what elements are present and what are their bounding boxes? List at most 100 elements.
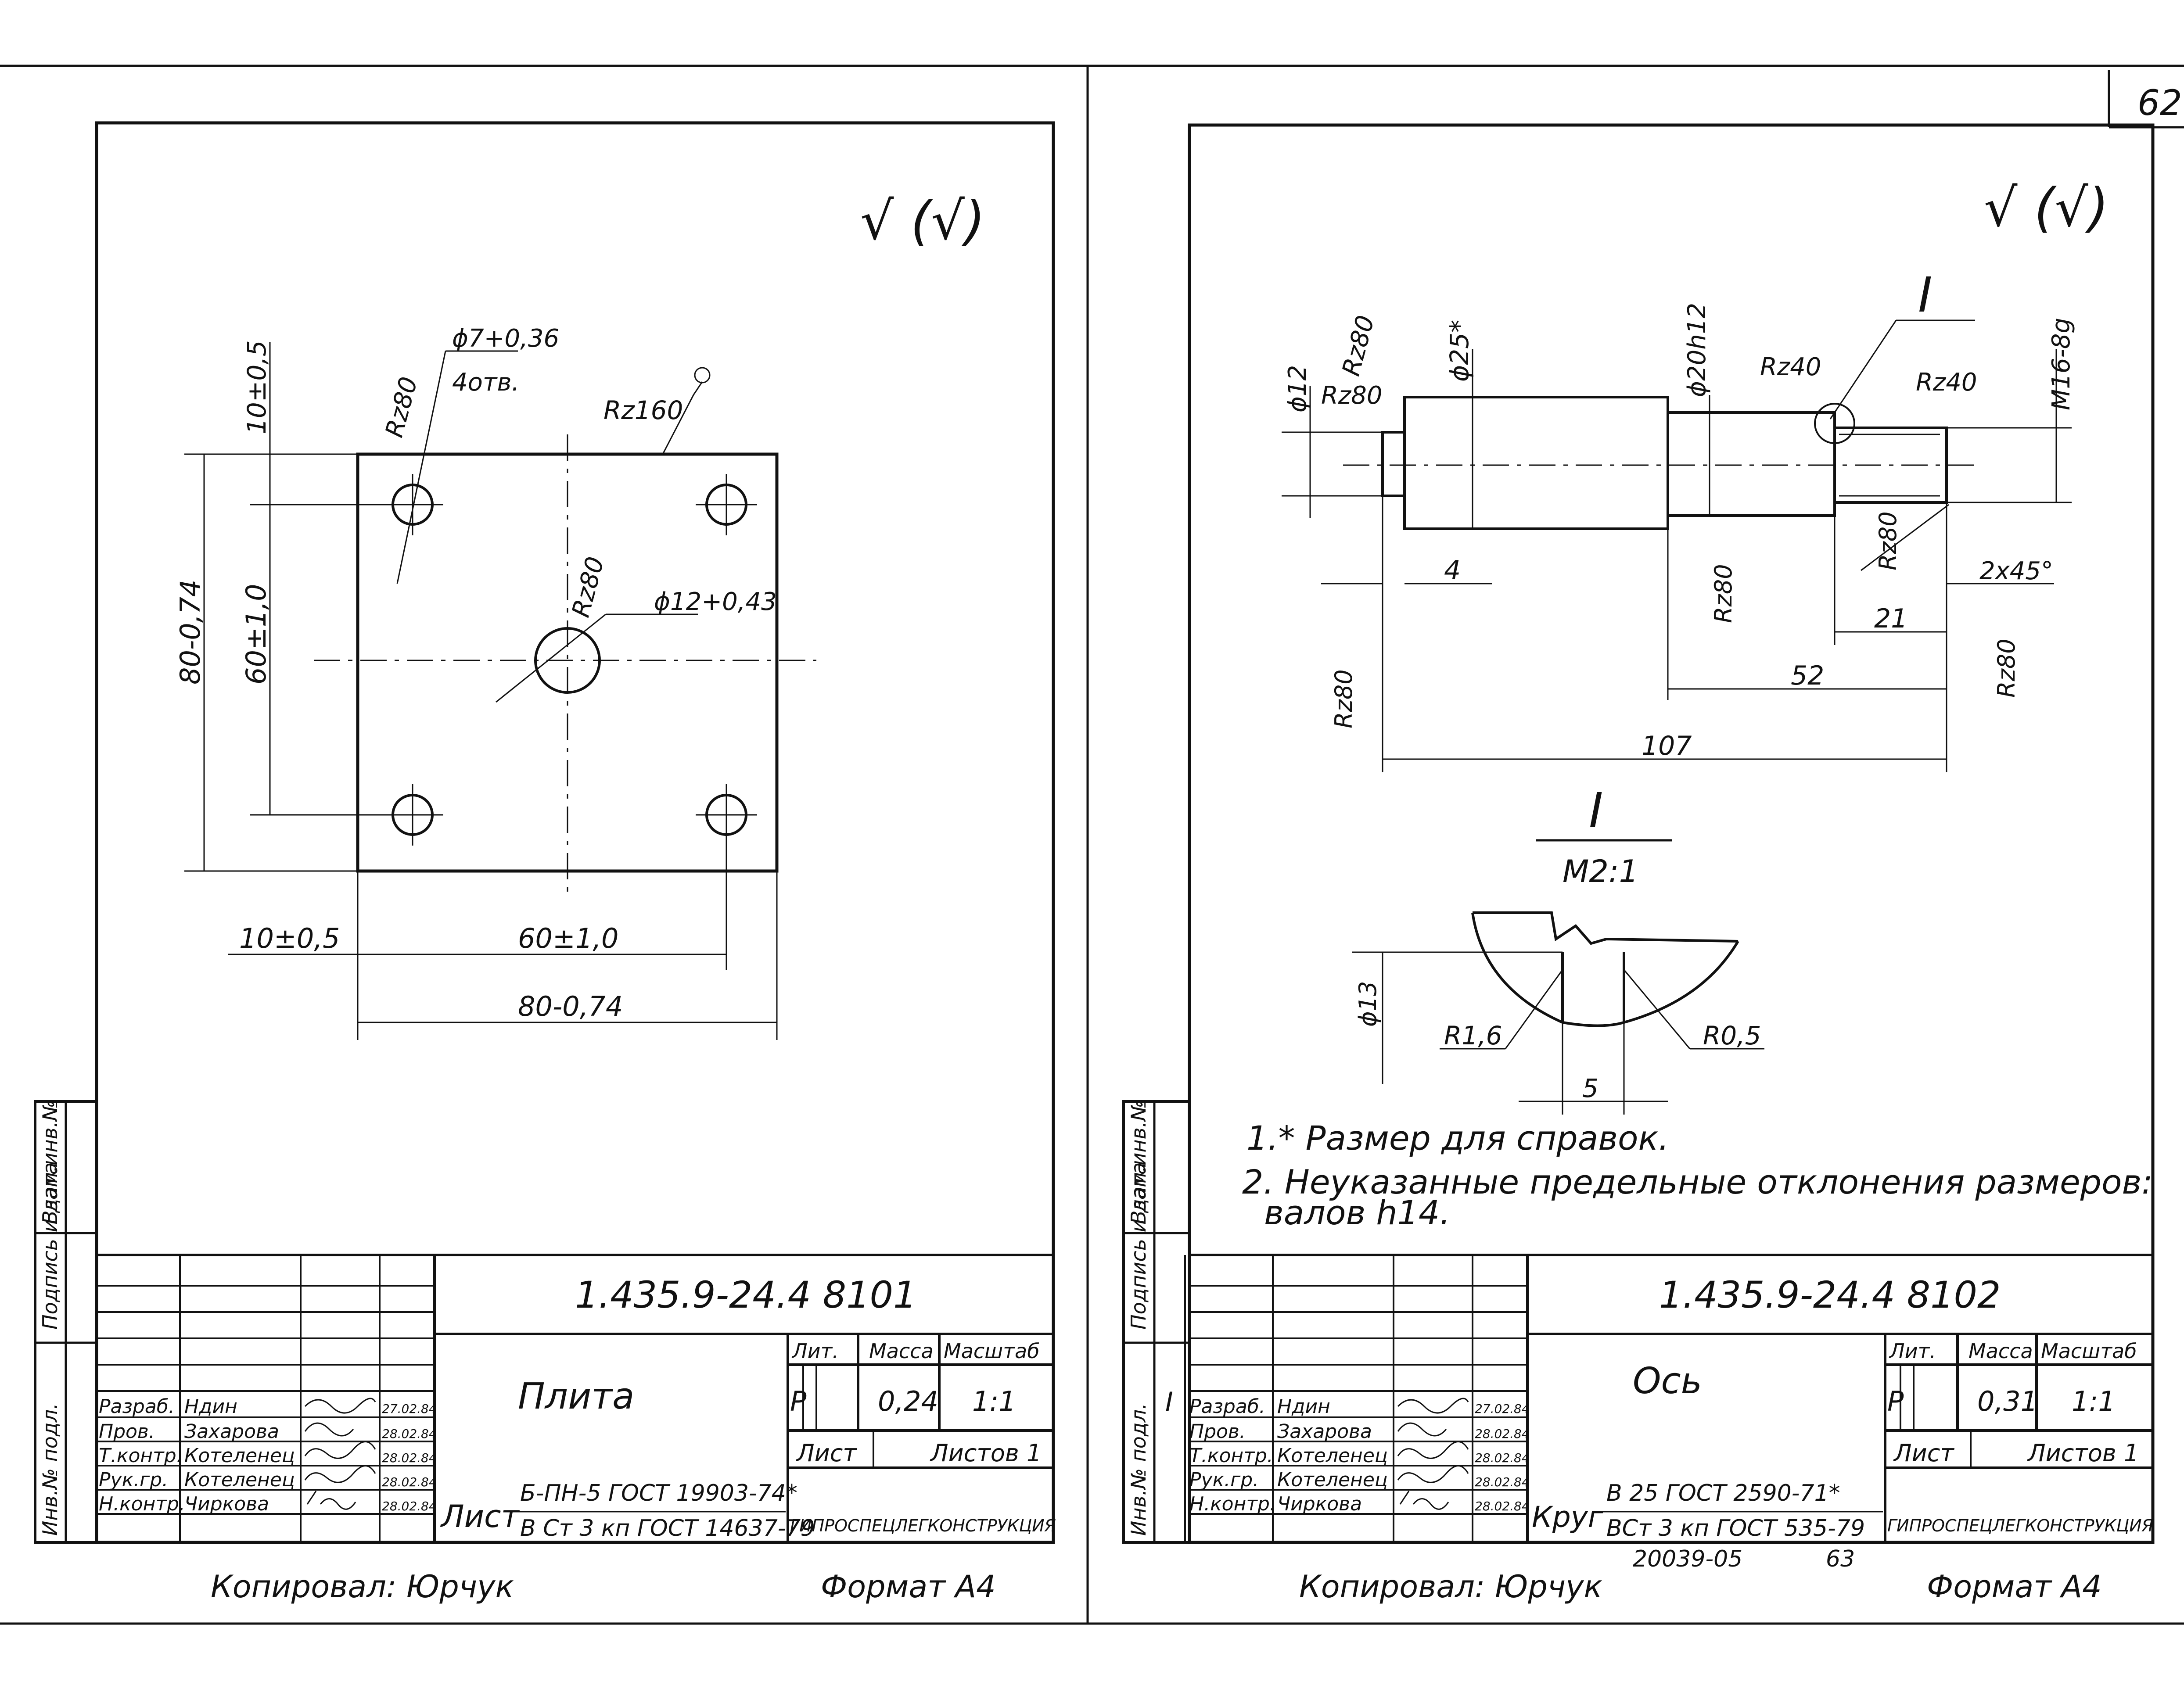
note-3: валов h14. — [1264, 1193, 1450, 1232]
signer-date: 28.02.84 — [1475, 1499, 1530, 1513]
left-sheet: Инв.№ подл. Подпись и дата Взам.инв.№ √ … — [34, 121, 1056, 1605]
organization: ГИПРОСПЕЦЛЕГКОНСТРУКЦИЯ — [790, 1516, 1056, 1535]
signer-name: Котеленец — [1277, 1469, 1388, 1491]
chamfer: 2x45° — [1979, 557, 2053, 585]
part-name: Плита — [518, 1376, 634, 1417]
page-frame-lines — [0, 65, 2184, 1625]
scale-value: 1:1 — [2072, 1385, 2116, 1417]
radius-1-6: R1,6 — [1444, 1021, 1502, 1050]
hole-count: 4отв. — [452, 368, 519, 397]
sheets-label: Листов 1 — [930, 1439, 1042, 1467]
dim-80-horizontal: 80-0,74 — [518, 990, 623, 1022]
signer-date: 28.02.84 — [382, 1427, 437, 1441]
doc-number: 1.435.9-24.4 8101 — [575, 1273, 916, 1316]
scale-header: Масштаб — [2041, 1339, 2137, 1363]
organization: ГИПРОСПЕЦЛЕГКОНСТРУКЦИЯ — [1887, 1516, 2153, 1535]
signer-date: 28.02.84 — [1475, 1475, 1530, 1489]
part-name: Ось — [1633, 1360, 1702, 1402]
dim-10-vertical: 10±0,5 — [242, 340, 272, 434]
signer-name: Котеленец — [184, 1469, 295, 1491]
roughness-rz80-right: Rz80 — [1993, 638, 2020, 698]
dia-20: ϕ20h12 — [1683, 303, 1711, 397]
signer-name: Ндин — [184, 1395, 237, 1418]
signer-role: Т.контр. — [99, 1445, 183, 1467]
signer-date: 28.02.84 — [382, 1475, 437, 1489]
signer-role: Т.контр. — [1189, 1445, 1273, 1467]
material-line-2: ВСт 3 кп ГОСТ 535-79 — [1606, 1515, 1865, 1542]
note-2: 2. Неуказанные предельные отклонения раз… — [1242, 1162, 2153, 1201]
dia-12: ϕ12 — [1283, 365, 1312, 412]
copied-by: Копировал: Юрчук — [1299, 1569, 1602, 1605]
dim-60-horizontal: 60±1,0 — [518, 922, 618, 954]
roughness-rz40-a: Rz40 — [1760, 353, 1821, 381]
center-hole-diameter: ϕ12+0,43 — [654, 588, 777, 616]
signer-name: Захарова — [1277, 1420, 1372, 1443]
signer-role: Разраб. — [99, 1395, 175, 1418]
dia-13: ϕ13 — [1354, 981, 1382, 1027]
dim-60-vertical: 60±1,0 — [240, 584, 272, 685]
dim-107: 107 — [1642, 731, 1692, 761]
roughness-rz80-mid: Rz80 — [1710, 564, 1737, 623]
hole-diameter: ϕ7+0,36 — [452, 324, 559, 353]
signer-name: Чиркова — [184, 1493, 269, 1515]
roughness-rz80-end: Rz80 — [1321, 381, 1383, 410]
signers-table: Разраб. Ндин 27.02.84 Пров. Захарова 28.… — [99, 1395, 437, 1515]
signer-role: Рук.гр. — [99, 1469, 168, 1491]
signer-date: 27.02.84 — [382, 1402, 437, 1416]
dia-25: ϕ25* — [1444, 320, 1474, 382]
signatures — [304, 1398, 376, 1510]
signer-role: Н.контр. — [99, 1493, 185, 1515]
change-mark: I — [1165, 1387, 1173, 1417]
mass-value: 0,24 — [878, 1385, 938, 1417]
signer-date: 28.02.84 — [1475, 1451, 1530, 1465]
mass-header: Масса — [1968, 1339, 2033, 1363]
signer-name: Чиркова — [1277, 1493, 1362, 1515]
lit-header: Лит. — [791, 1339, 839, 1363]
detail-scale: М2:1 — [1563, 853, 1638, 889]
side-label-inv: Инв.№ подл. — [1127, 1403, 1150, 1536]
material-prefix: Лист — [440, 1499, 520, 1534]
dim-4: 4 — [1444, 555, 1461, 586]
material-prefix: Круг — [1532, 1500, 1603, 1534]
detail-title: I — [1589, 782, 1603, 839]
material-line-2: В Ст 3 кп ГОСТ 14637-79 — [520, 1515, 815, 1542]
signer-name: Захарова — [184, 1420, 279, 1443]
copied-by: Копировал: Юрчук — [211, 1569, 514, 1605]
dim-10-horizontal: 10±0,5 — [239, 922, 340, 954]
note-1: 1.* Размер для справок. — [1246, 1119, 1669, 1158]
archive-code: 20039-05 — [1633, 1546, 1742, 1572]
scale-value: 1:1 — [972, 1385, 1016, 1417]
signer-role: Пров. — [1189, 1420, 1246, 1443]
signatures — [1397, 1398, 1469, 1510]
format-label: Формат А4 — [821, 1569, 996, 1605]
material-line-1: Б-ПН-5 ГОСТ 19903-74* — [520, 1480, 797, 1506]
sheets-label: Листов 1 — [2027, 1439, 2139, 1467]
roughness-mark: √ (√) — [860, 191, 985, 252]
signer-role: Рук.гр. — [1189, 1469, 1259, 1491]
radius-0-5: R0,5 — [1703, 1021, 1761, 1050]
dim-5: 5 — [1582, 1073, 1598, 1103]
scale-header: Масштаб — [944, 1339, 1040, 1363]
roughness-rz160: Rz160 — [603, 395, 683, 425]
archive-page: 63 — [1826, 1546, 1855, 1572]
dim-21: 21 — [1874, 603, 1907, 634]
side-label-replace: Взам.инв.№ — [38, 1100, 62, 1224]
roughness-rz80-mid2: Rz80 — [1874, 511, 1902, 570]
page-number: 62 — [2137, 82, 2182, 123]
side-label-signature: Подпись и дата — [1127, 1162, 1150, 1330]
thread-m16: M16-8g — [2047, 318, 2076, 410]
side-label-inv: Инв.№ подл. — [38, 1403, 62, 1536]
signer-name: Ндин — [1277, 1395, 1330, 1418]
signer-date: 28.02.84 — [382, 1451, 437, 1465]
roughness-rz80-left: Rz80 — [1330, 669, 1358, 728]
signer-role: Разраб. — [1189, 1395, 1265, 1418]
signer-date: 28.02.84 — [382, 1499, 437, 1513]
signers-table: Разраб. Ндин 27.02.84 Пров. Захарова 28.… — [1189, 1395, 1530, 1515]
lit-value: Р — [790, 1385, 807, 1417]
detail-reference: I — [1918, 267, 1932, 323]
signer-date: 27.02.84 — [1475, 1402, 1530, 1416]
signer-name: Котеленец — [184, 1445, 295, 1467]
dim-80-vertical: 80-0,74 — [174, 580, 206, 685]
signer-name: Котеленец — [1277, 1445, 1388, 1467]
